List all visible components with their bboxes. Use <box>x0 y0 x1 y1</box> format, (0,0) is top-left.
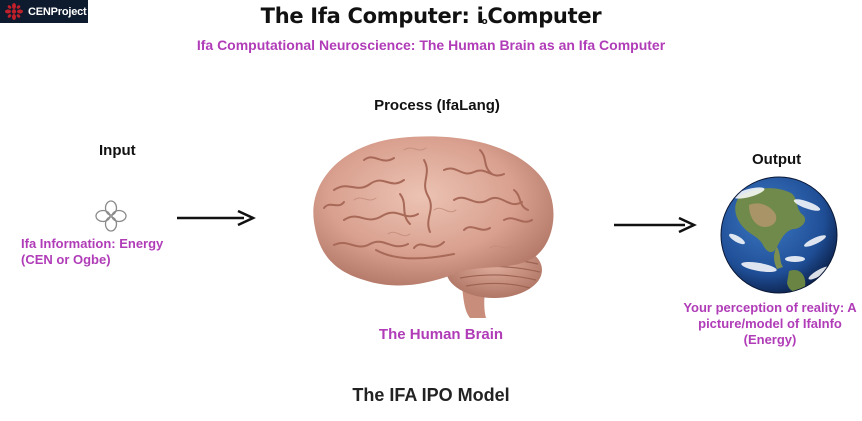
brain-caption: The Human Brain <box>378 326 504 343</box>
cenproject-logo: CENProject <box>0 0 88 23</box>
output-caption: Your perception of reality: A picture/mo… <box>672 300 862 348</box>
input-to-process-arrow <box>177 209 256 227</box>
output-heading: Output <box>752 151 802 168</box>
earth-globe-image <box>720 176 838 294</box>
input-caption-line1: Ifa Information: Energy <box>21 236 164 251</box>
output-caption-line3: (Energy) <box>743 332 797 347</box>
input-caption-line2: (CEN or Ogbe) <box>21 252 111 267</box>
logo-text: CENProject <box>28 5 87 18</box>
page-subtitle: Ifa Computational Neuroscience: The Huma… <box>196 37 666 53</box>
human-brain-image <box>313 136 554 318</box>
title-end: Computer <box>487 4 602 28</box>
title-main: The Ifa Computer: i <box>260 4 484 28</box>
model-title: The IFA IPO Model <box>352 385 510 405</box>
title-subscript: o <box>481 17 488 27</box>
process-to-output-arrow <box>614 216 697 234</box>
process-heading: Process (IfaLang) <box>374 97 500 114</box>
four-petal-ifa-symbol-icon <box>95 200 127 232</box>
output-caption-line2: picture/model of IfaInfo <box>698 316 842 331</box>
logo-emblem-icon <box>5 3 23 20</box>
output-caption-line1: Your perception of reality: A <box>683 300 857 315</box>
page-title: The Ifa Computer: ioComputer <box>0 4 862 28</box>
input-heading: Input <box>99 142 136 159</box>
input-caption: Ifa Information: Energy (CEN or Ogbe) <box>21 236 163 268</box>
